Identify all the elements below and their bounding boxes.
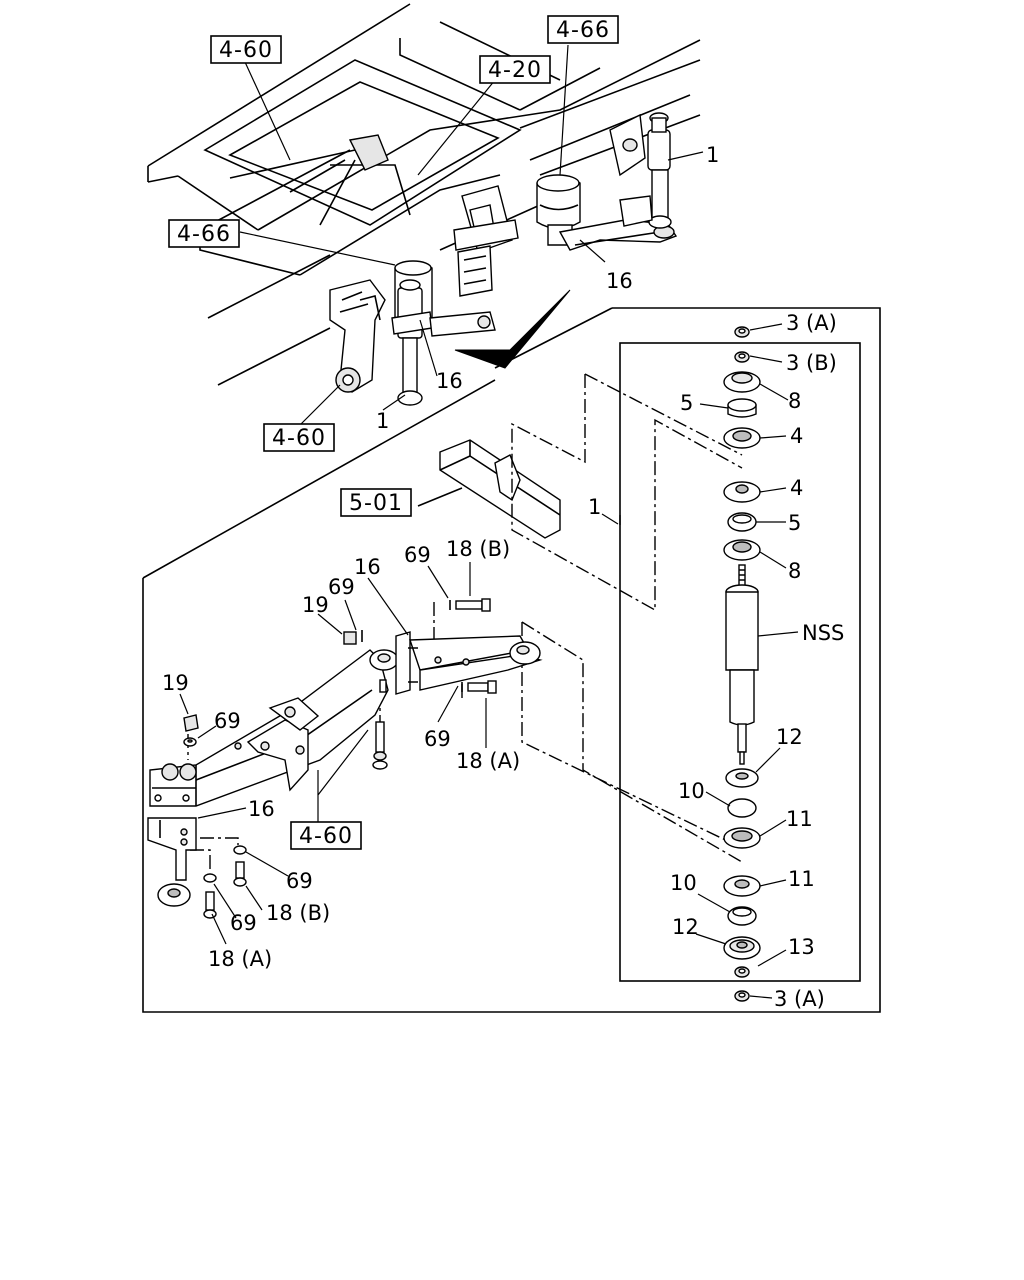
label-p18b-a: 18 (B) xyxy=(446,537,510,561)
ref-box-466-top[interactable]: 4-66 xyxy=(547,15,619,44)
ref-box-460-left[interactable]: 4-60 xyxy=(263,423,335,452)
ref-466-top-text: 4-66 xyxy=(556,18,610,43)
label-p18b-b: 18 (B) xyxy=(266,901,330,925)
torque-arm-right xyxy=(558,219,678,251)
label-p19-b: 19 xyxy=(162,671,189,695)
hanger-bracket-left xyxy=(329,279,386,393)
label-p69-b: 69 xyxy=(328,575,355,599)
ref-box-460-top[interactable]: 4-60 xyxy=(210,35,282,64)
label-p18a-b: 18 (A) xyxy=(208,947,272,971)
center-bracket xyxy=(453,185,519,297)
label-nut-3a-top: 3 (A) xyxy=(786,311,837,335)
label-p16-top: 16 xyxy=(354,555,381,579)
label-bracket-left: 16 xyxy=(436,369,463,393)
label-p19-a: 19 xyxy=(302,593,329,617)
label-p16-lower: 16 xyxy=(248,797,275,821)
ref-460-lower-text: 4-60 xyxy=(299,824,353,849)
label-bracket-top: 16 xyxy=(606,269,633,293)
projection-lines xyxy=(187,373,743,872)
leaders-lower xyxy=(179,562,487,945)
ref-box-501[interactable]: 5-01 xyxy=(340,488,412,517)
label-cup-13: 13 xyxy=(788,935,815,959)
leaders-top xyxy=(239,44,704,426)
label-p69-d: 69 xyxy=(424,727,451,751)
label-p69-e: 69 xyxy=(286,869,313,893)
leaders-stack xyxy=(601,323,799,999)
shock-absorber-right xyxy=(609,112,672,229)
label-washer-4-top: 4 xyxy=(790,424,803,448)
label-shock-detail: 1 xyxy=(588,495,601,519)
frame-section-501 xyxy=(417,439,561,539)
shock-absorber-left xyxy=(391,279,496,406)
label-washer-8-mid: 8 xyxy=(788,559,801,583)
label-washer-11-top: 11 xyxy=(786,807,813,831)
label-bush-5-top: 5 xyxy=(680,391,693,415)
label-nut-3a-bottom: 3 (A) xyxy=(774,987,825,1011)
ref-box-420[interactable]: 4-20 xyxy=(479,55,551,84)
label-nut-3b: 3 (B) xyxy=(786,351,837,375)
lower-bracket xyxy=(147,817,247,919)
direction-arrow xyxy=(454,289,571,369)
label-p18a-a: 18 (A) xyxy=(456,749,520,773)
shock-stack xyxy=(723,326,761,1002)
label-washer-11-mid: 11 xyxy=(788,867,815,891)
ref-501-text: 5-01 xyxy=(349,491,403,516)
label-p69-a: 69 xyxy=(404,543,431,567)
label-p69-c: 69 xyxy=(214,709,241,733)
label-bush-5-mid: 5 xyxy=(788,511,801,535)
fasteners xyxy=(183,598,497,747)
label-washer-12-mid: 12 xyxy=(672,915,699,939)
torque-arm-bracket xyxy=(395,631,543,695)
ref-box-460-lower[interactable]: 4-60 xyxy=(290,821,362,850)
label-shock-top: 1 xyxy=(706,143,719,167)
label-shock-left: 1 xyxy=(376,409,389,433)
ref-box-466-left[interactable]: 4-66 xyxy=(168,219,240,248)
label-bush-10-mid: 10 xyxy=(670,871,697,895)
ref-466-left-text: 4-66 xyxy=(177,222,231,247)
part-labels: 1 1 16 16 3 (A) 3 (B) 8 5 4 4 5 8 NSS 1 … xyxy=(162,143,844,1011)
label-washer-12-top: 12 xyxy=(776,725,803,749)
label-washer-4-mid: 4 xyxy=(790,476,803,500)
detail-panel xyxy=(142,307,881,1013)
label-washer-8-top: 8 xyxy=(788,389,801,413)
label-nss: NSS xyxy=(802,621,844,645)
label-bush-10-top: 10 xyxy=(678,779,705,803)
torque-rod-assembly xyxy=(149,649,399,807)
ref-420-text: 4-20 xyxy=(488,58,542,83)
ref-460-left-text: 4-60 xyxy=(272,426,326,451)
label-p69-f: 69 xyxy=(230,911,257,935)
ref-460-top-text: 4-60 xyxy=(219,38,273,63)
